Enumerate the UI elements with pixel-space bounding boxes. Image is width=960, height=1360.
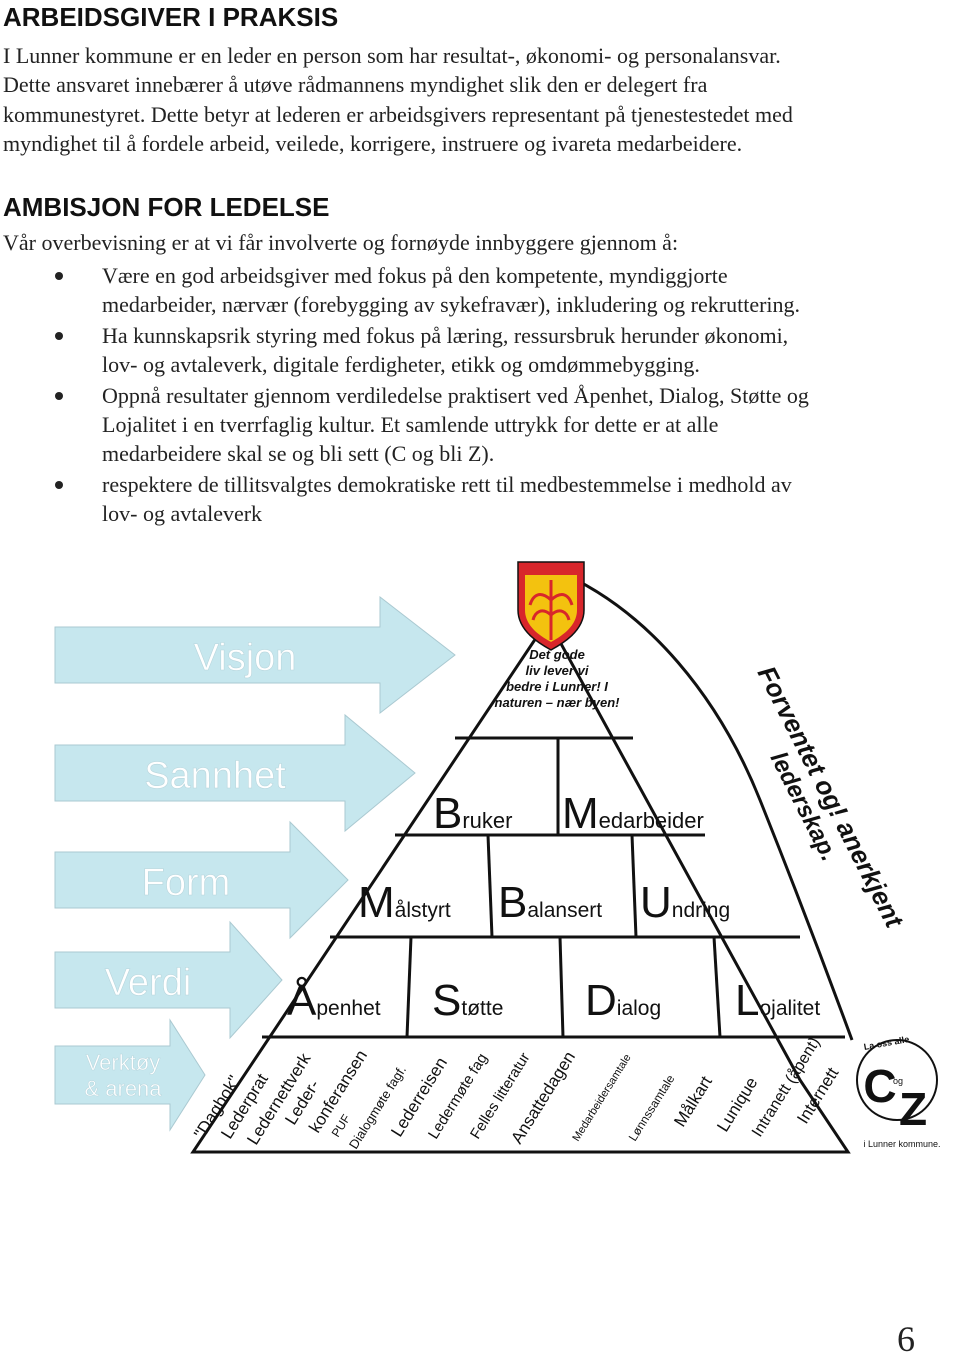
arrow-label-sannhet: Sannhet: [144, 755, 286, 797]
cell-stotte: Støtte: [432, 976, 503, 1025]
apex-slogan: Det gode liv lever vi bedre i Lunner! I …: [495, 647, 621, 710]
list-item: Oppnå resultater gjennom verdiledelse pr…: [0, 381, 922, 468]
arrow-label-visjon: Visjon: [194, 637, 297, 679]
bullet-icon: [55, 481, 63, 489]
cell-apenhet: Åpenhet: [287, 976, 381, 1025]
arrow-label-verdi: Verdi: [105, 962, 192, 1004]
cz-logo-icon: La oss alle C og Z i Lunner kommune.: [856, 1034, 941, 1149]
cell-dialog: Dialog: [585, 976, 661, 1025]
verdi-arrow: Verdi: [54, 920, 283, 1040]
cell-malstyrt: Målstyrt: [358, 878, 451, 927]
ambisjon-bullet-list: Være en god arbeidsgiver med fokus på de…: [0, 261, 960, 530]
section-title-ambisjon: AMBISJON FOR LEDELSE: [3, 192, 330, 222]
svg-text:liv lever vi: liv lever vi: [526, 663, 589, 678]
list-item: Ha kunnskapsrik styring med fokus på lær…: [0, 321, 922, 379]
svg-text:La oss alle: La oss alle: [863, 1034, 910, 1052]
paragraph-line: I Lunner kommune er en leder en person s…: [3, 43, 781, 68]
cell-undring: Undring: [640, 878, 730, 927]
list-item: Være en god arbeidsgiver med fokus på de…: [0, 261, 922, 319]
cell-lojalitet: Lojalitet: [735, 976, 820, 1025]
handwritten-slogan: Forventet og! anerkjent lederskap.: [752, 661, 911, 933]
svg-text:Z: Z: [899, 1083, 927, 1135]
pyramid-right-curve: [554, 568, 854, 1041]
svg-text:Forventet og! anerkjent: Forventet og! anerkjent: [752, 661, 911, 933]
svg-text:bedre i Lunner! I: bedre i Lunner! I: [506, 679, 608, 694]
paragraph-line: Dette ansvaret innebærer å utøve rådmann…: [3, 72, 708, 98]
pyramid-row-3: Åpenhet Støtte Dialog Lojalitet: [287, 976, 820, 1025]
cell-bruker: Bruker: [433, 789, 512, 838]
pyramid-row-2: Målstyrt Balansert Undring: [358, 878, 730, 927]
lunner-shield-icon: [517, 561, 585, 651]
pyramid: [190, 617, 851, 1154]
cell-balansert: Balansert: [498, 878, 602, 927]
svg-text:og: og: [893, 1076, 903, 1086]
pyramid-row-1: Bruker Medarbeider: [433, 789, 704, 838]
sannhet-arrow: Sannhet: [54, 713, 416, 833]
ambisjon-intro: Vår overbevisning er at vi får involvert…: [3, 230, 679, 255]
svg-text:C: C: [863, 1060, 896, 1112]
form-arrow: Form: [54, 820, 349, 940]
svg-text:Lønnssamtale: Lønnssamtale: [626, 1072, 678, 1144]
bullet-icon: [55, 332, 63, 340]
svg-text:Medarbeidersamtale: Medarbeidersamtale: [570, 1052, 633, 1143]
arrow-label-form: Form: [142, 862, 231, 904]
svg-text:Målkart: Målkart: [670, 1073, 716, 1131]
bullet-icon: [55, 272, 63, 280]
arrow-label-arena: & arena: [84, 1076, 162, 1101]
visjon-arrow: Visjon: [54, 595, 456, 715]
tool-labels: "Dagbok" Lederprat Ledernettverk Leder- …: [190, 1034, 842, 1152]
section-title-arbeidsgiver: ARBEIDSGIVER I PRAKSIS: [3, 2, 339, 32]
cell-medarbeider: Medarbeider: [562, 789, 704, 838]
paragraph-arbeidsgiver: I Lunner kommune er en leder en person s…: [3, 41, 953, 158]
paragraph-line: myndighet til å fordele arbeid, veilede,…: [3, 130, 743, 156]
arrow-label-verktoy: Verktøy: [86, 1050, 161, 1075]
list-item: respektere de tillitsvalgtes demokratisk…: [0, 470, 922, 528]
bullet-icon: [55, 392, 63, 400]
svg-text:i Lunner kommune.: i Lunner kommune.: [863, 1139, 940, 1149]
svg-text:Det gode: Det gode: [529, 647, 585, 662]
verktoy-arrow: Verktøy & arena: [54, 1018, 206, 1132]
page-number: 6: [897, 1319, 915, 1359]
svg-text:naturen – nær byen!: naturen – nær byen!: [495, 695, 621, 710]
paragraph-line: kommunestyret. Dette betyr at lederen er…: [3, 101, 793, 127]
